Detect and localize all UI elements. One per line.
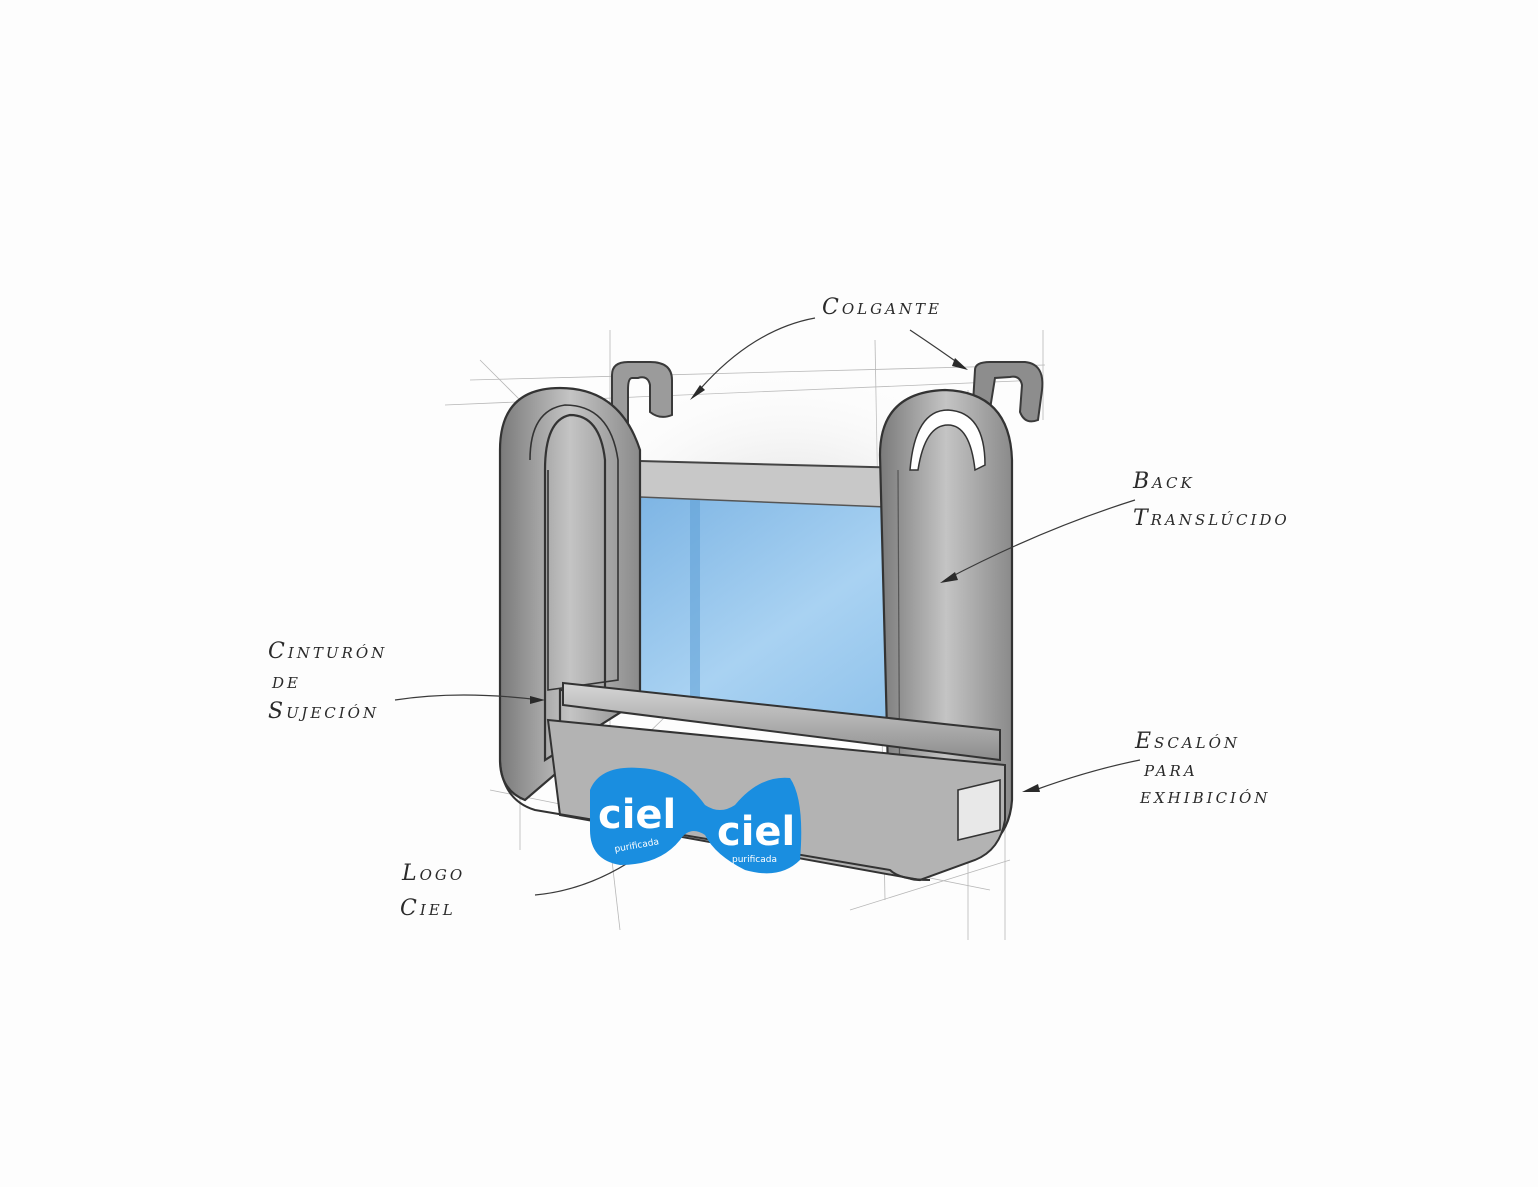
leader-cinturon <box>394 694 541 701</box>
logo-brand-right: ciel <box>717 809 795 855</box>
label-back-line1: Back <box>1133 469 1195 494</box>
label-back-line2: Translúcido <box>1133 506 1290 531</box>
logo-subtitle-right: purificada <box>732 855 777 865</box>
label-cinturon-line3: Sujeción <box>268 699 380 724</box>
label-logo-line2: Ciel <box>400 896 456 921</box>
label-logo-line1: Logo <box>402 861 466 886</box>
label-cinturon-line1: Cinturón <box>268 639 388 664</box>
label-escalon-line1: Escalón <box>1135 729 1241 754</box>
ciel-logo: ciel ciel purificada purificada <box>590 767 802 874</box>
leader-back <box>944 499 1136 581</box>
leader-escalon <box>1034 759 1141 791</box>
label-colgante: Colgante <box>822 295 942 320</box>
leader-lines <box>394 317 1141 896</box>
leader-colgante-left <box>694 317 816 396</box>
label-escalon-line2: para <box>1144 757 1198 782</box>
logo-brand-left: ciel <box>598 792 676 838</box>
label-cinturon-line2: de <box>272 669 301 694</box>
label-escalon-line3: exhibición <box>1140 784 1271 809</box>
